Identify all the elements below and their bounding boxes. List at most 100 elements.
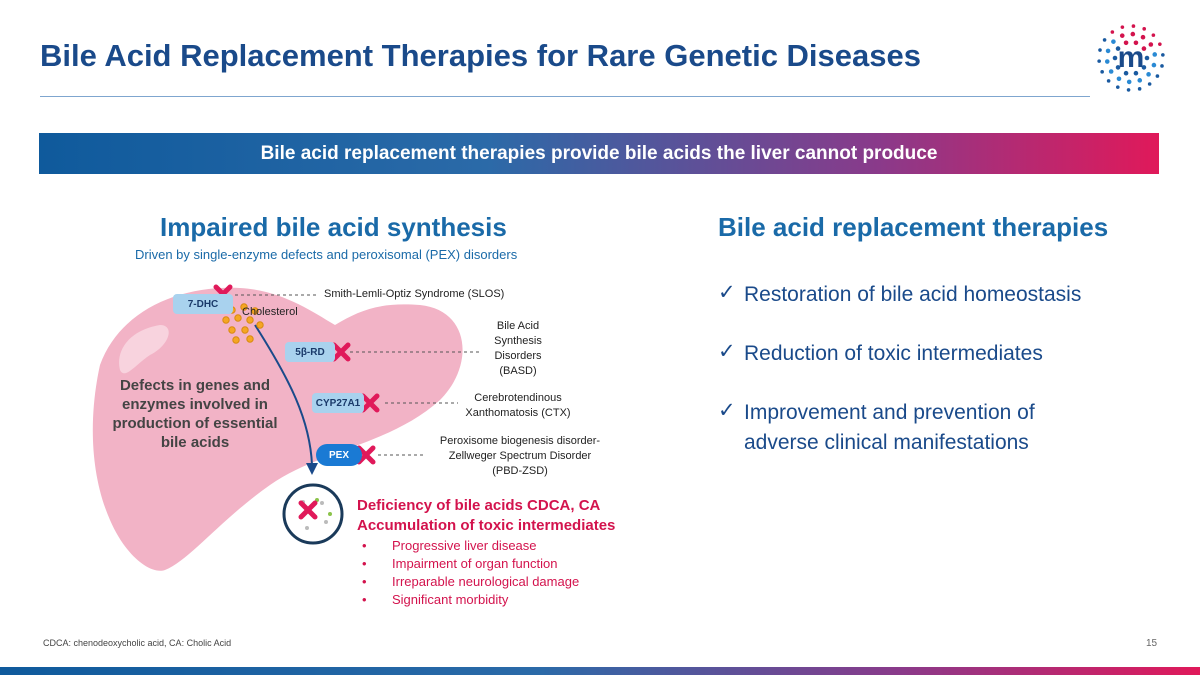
liver-diagram [92,284,480,571]
enzyme-pill-cyp27a1: CYP27A1 [312,393,364,413]
logo-dot [1148,42,1154,47]
disease-line: (PBD-ZSD) [492,465,548,477]
logo-dot [1119,33,1125,38]
logo-dot [1151,62,1157,68]
logo-dot [1097,59,1101,63]
deficiency-item-text: Irreparable neurological damage [392,574,580,589]
deficiency-item: • Irreparable neurological damage [362,574,579,589]
therapy-benefit-text: Reduction of toxic intermediates [744,342,1043,365]
check-icon: ✓ [718,281,736,304]
logo-dot [1151,33,1156,37]
pill-label: 7-DHC [187,298,219,310]
logo-dot [1141,65,1147,70]
liver-shape [92,287,463,571]
logo-dot [1120,25,1125,29]
liver-caption: Defects in genes and enzymes involved in… [112,377,278,451]
therapy-benefit-item: ✓ Restoration of bile acid homeostasis [718,280,1081,310]
logo-dot [1098,48,1102,52]
logo-dot [1115,65,1121,70]
logo-dot [1152,52,1158,57]
bullet-glyph: • [362,574,367,589]
logo-dot [1115,85,1120,89]
bullet-glyph: • [362,556,367,571]
logo-dot [1115,46,1121,51]
deficiency-item-text: Progressive liver disease [392,538,537,553]
enzyme-pill-pex: PEX [316,444,362,466]
left-heading: Impaired bile acid synthesis [160,212,507,242]
logo-dot [1104,59,1110,64]
deficiency-item: • Impairment of organ function [362,556,557,571]
check-icon: ✓ [718,399,736,422]
banner-text: Bile acid replacement therapies provide … [260,142,938,164]
logo-dot [1108,69,1114,74]
enzyme-pill-7dhc: 7-DHC [173,294,233,314]
logo-dot [1110,30,1115,34]
logo-dot [1133,70,1139,76]
bullet-glyph: • [362,538,367,553]
disease-label-pbd-zsd: Peroxisome biogenesis disorder- Zellwege… [430,434,610,479]
title-divider [40,96,1090,97]
logo-dot [1106,79,1111,83]
liver-highlight [119,325,169,374]
logo-dot [1133,40,1139,46]
cholesterol-label: Cholesterol [242,306,298,318]
logo-dot [1126,88,1131,92]
synthesis-arrow [254,324,313,466]
logo-dot [1141,46,1147,51]
banner: Bile acid replacement therapies provide … [39,133,1159,174]
disease-line: Bile Acid [496,320,540,332]
disease-line: Xanthomatosis (CTX) [465,407,571,419]
logo-dot [1140,34,1146,40]
logo-dot [1123,40,1129,46]
deficiency-item-text: Significant morbidity [392,592,509,607]
deficiency-item: •Significant morbidity [362,592,508,607]
logo-dot [1112,55,1118,61]
accumulation-heading: Accumulation of toxic intermediates [357,517,616,534]
logo-dot [1131,24,1136,28]
pill-label: PEX [328,449,349,461]
logo-dot [1158,42,1162,46]
disease-line: Cerebrotendinous [474,392,562,404]
disease-label-ctx: Cerebrotendinous Xanthomatosis (CTX) [458,391,578,421]
logo-dot [1111,39,1116,44]
right-heading: Bile acid replacement therapies [718,212,1109,242]
check-icon: ✓ [718,340,736,363]
logo-dot [1126,79,1132,85]
cholesterol-dots [222,303,264,344]
therapy-benefit-text: Restoration of bile acid homeostasis [744,283,1082,306]
logo-letter: m [1118,41,1145,74]
slide-title: Bile Acid Replacement Therapies for Rare… [40,38,921,73]
left-subheading: Driven by single-enzyme defects and pero… [135,247,518,262]
connector-lines [235,294,480,456]
logo-dot [1137,78,1143,83]
disease-line: Disorders [494,350,542,362]
therapy-benefit-text: Improvement and prevention of adverse cl… [744,401,1035,454]
deficiency-item: • Progressive liver disease [362,538,537,553]
logo-dot [1147,82,1152,86]
logo-dot [1155,74,1160,78]
bottom-gradient-bar [0,667,1200,675]
enzyme-pill-5b-rd: 5β-RD [285,342,335,362]
disease-line: Synthesis [494,335,542,347]
page-number: 15 [1146,638,1158,649]
pill-label: CYP27A1 [315,397,361,409]
logo-dot [1130,31,1136,37]
logo-dot [1116,76,1122,82]
footnote: CDCA: chenodeoxycholic acid, CA: Cholic … [43,638,232,648]
disease-line: Peroxisome biogenesis disorder- [439,435,601,447]
company-logo-icon: m [1095,22,1167,94]
deficiency-item-text: Impairment of organ function [392,556,558,571]
disease-line: (BASD) [499,365,537,377]
logo-dot [1146,72,1151,77]
logo-dot [1142,27,1147,31]
logo-dot [1161,53,1165,57]
disease-line: Zellweger Spectrum Disorder [448,450,592,462]
logo-dot [1102,38,1107,42]
logo-dot [1137,87,1142,91]
therapy-benefit-item: ✓ Reduction of toxic intermediates [718,339,1043,369]
logo-dot [1144,55,1150,61]
disease-line: Smith-Lemli-Optiz Syndrome (SLOS) [324,288,505,300]
pill-label: 5β-RD [295,346,325,358]
logo-dot [1123,70,1129,76]
disease-label-basd: Bile Acid Synthesis Disorders (BASD) [478,319,558,379]
